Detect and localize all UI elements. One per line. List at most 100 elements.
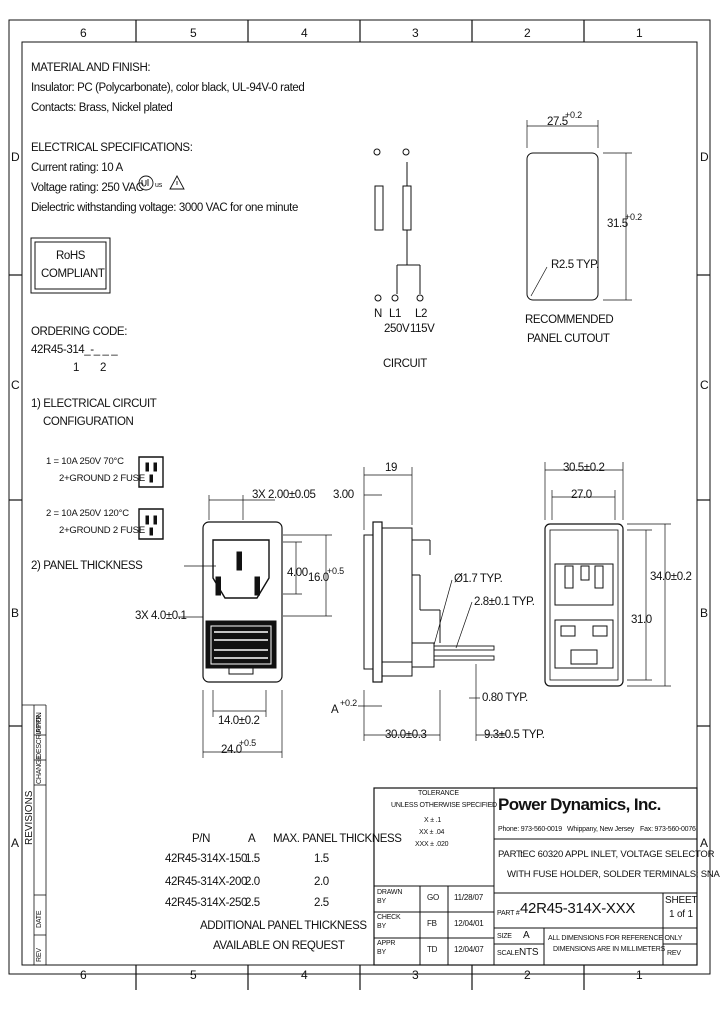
circuit-voltage: 250V	[384, 323, 410, 335]
circuit-schematic	[373, 148, 424, 302]
zone-col-label: 3	[412, 26, 419, 40]
electrical-line: Dielectric withstanding voltage: 3000 VA…	[31, 202, 298, 214]
dim-140: 14.0±0.2	[218, 715, 260, 727]
reference-note: DIMENSIONS ARE IN MILLIMETERS	[553, 946, 666, 953]
signoff-role: BY	[377, 949, 386, 956]
tolerance-title: TOLERANCE	[418, 790, 459, 797]
zone-row-label: C	[700, 378, 709, 392]
dim-300b: 30.0±0.3	[385, 729, 427, 741]
dim-310: 31.0	[631, 614, 652, 626]
zone-row-label: A	[700, 836, 708, 850]
dim-300: 3.00	[333, 489, 354, 501]
revision-col: CHANGE	[36, 755, 43, 784]
ul-mark-icon	[138, 175, 154, 191]
table-cell: 42R45-314X-200	[165, 876, 247, 888]
zone-col-label: 6	[80, 26, 87, 40]
material-line: Contacts: Brass, Nickel plated	[31, 102, 173, 114]
tolerance-value: XXX ± .020	[415, 841, 449, 848]
dim-400: 4.00	[287, 567, 308, 579]
material-line: Insulator: PC (Polycarbonate), color bla…	[31, 82, 305, 94]
iec-inlet-icon-120c	[138, 508, 164, 540]
revision-col: DATE	[36, 910, 43, 928]
zone-col-label: 2	[524, 968, 531, 982]
cutout-height: 31.5	[607, 218, 628, 230]
table-header: MAX. PANEL THICKNESS	[273, 833, 402, 845]
circuit-caption: CIRCUIT	[383, 358, 427, 370]
ordering-title: ORDERING CODE:	[31, 326, 127, 338]
table-cell: 2.5	[314, 897, 329, 909]
material-title: MATERIAL AND FINISH:	[31, 62, 151, 74]
zone-col-label: 6	[80, 968, 87, 982]
table-cell: 2.0	[314, 876, 329, 888]
zone-col-label: 2	[524, 26, 531, 40]
zone-col-label: 4	[301, 26, 308, 40]
warning-triangle-icon	[169, 175, 185, 190]
rohs-box-inner	[34, 241, 107, 290]
table-footer: AVAILABLE ON REQUEST	[213, 940, 345, 952]
revisions-strip	[22, 704, 47, 965]
panel-cutout-drawing	[526, 120, 632, 301]
cutout-caption: PANEL CUTOUT	[527, 333, 610, 345]
cutout-height-tol: +0.2	[625, 212, 642, 222]
part-desc: IEC 60320 APPL INLET, VOLTAGE SELECTOR	[520, 849, 715, 860]
zone-col-label: 5	[190, 26, 197, 40]
electrical-line: Voltage rating: 250 VAC	[31, 182, 144, 194]
dim-160: 16.0	[308, 572, 329, 584]
rohs-label: COMPLIANT	[41, 268, 105, 280]
table-cell: 2.5	[245, 897, 260, 909]
signoff-name: GO	[427, 893, 440, 902]
signoff-date: 11/28/07	[454, 893, 483, 902]
signoff-date: 12/04/01	[454, 919, 484, 928]
zone-row-label: B	[700, 606, 708, 620]
cutout-caption: RECOMMENDED	[525, 314, 614, 326]
table-footer: ADDITIONAL PANEL THICKNESS	[200, 920, 367, 932]
section-title: CONFIGURATION	[43, 416, 134, 428]
ul-mark-suffix: us	[155, 182, 162, 189]
dim-93: 9.3±0.5 TYP.	[484, 729, 545, 741]
zone-row-label: D	[700, 150, 709, 164]
signoff-name: FB	[427, 919, 437, 928]
signoff-role: APPR	[377, 940, 396, 947]
table-header: A	[248, 833, 256, 845]
dim-340: 34.0±0.2	[650, 571, 692, 583]
zone-col-label: 1	[636, 968, 643, 982]
zone-ticks	[9, 20, 710, 990]
revision-col: APPR.	[36, 712, 43, 733]
ordering-index: 1	[73, 362, 79, 374]
dim-19: 19	[385, 462, 397, 474]
zone-row-label: B	[11, 606, 19, 620]
company-name: Power Dynamics, Inc.	[498, 795, 661, 814]
size-label: SIZE	[497, 933, 512, 940]
circuit-label: N	[374, 308, 382, 320]
circuit-label: L1	[389, 308, 401, 320]
zone-col-label: 3	[412, 968, 419, 982]
dim-pin-pitch: 3X 2.00±0.05	[252, 489, 316, 501]
part-label: PART:	[498, 849, 524, 860]
size-value: A	[523, 930, 530, 941]
scale-value: NTS	[519, 947, 539, 958]
sheet-label: SHEET	[665, 895, 698, 906]
zone-row-label: A	[11, 836, 19, 850]
company-phone: Phone: 973-560-0019	[498, 826, 562, 833]
sheet-value: 1 of 1	[669, 909, 693, 920]
company-fax: Fax: 973-560-0076	[640, 826, 696, 833]
tolerance-value: X ± .1	[424, 817, 442, 824]
part-no-label: PART #	[497, 910, 520, 917]
zone-col-label: 5	[190, 968, 197, 982]
dim-240-tol: +0.5	[239, 738, 256, 748]
electrical-line: Current rating: 10 A	[31, 162, 123, 174]
signoff-name: TD	[427, 945, 438, 954]
circuit-label: L2	[415, 308, 427, 320]
option-line: 2+GROUND 2 FUSE	[59, 525, 145, 536]
table-cell: 1.5	[245, 853, 260, 865]
dim-270: 27.0	[571, 489, 592, 501]
dim-160-tol: +0.5	[327, 566, 344, 576]
cutout-radius: R2.5 TYP.	[551, 259, 599, 271]
tolerance-sub: UNLESS OTHERWISE SPECIFIED	[391, 802, 497, 809]
rohs-box-outer	[30, 237, 111, 294]
signoff-role: BY	[377, 898, 386, 905]
revisions-title: REVISIONS	[24, 790, 35, 845]
option-line: 1 = 10A 250V 70°C	[46, 456, 124, 467]
rev-label: REV	[667, 950, 681, 957]
